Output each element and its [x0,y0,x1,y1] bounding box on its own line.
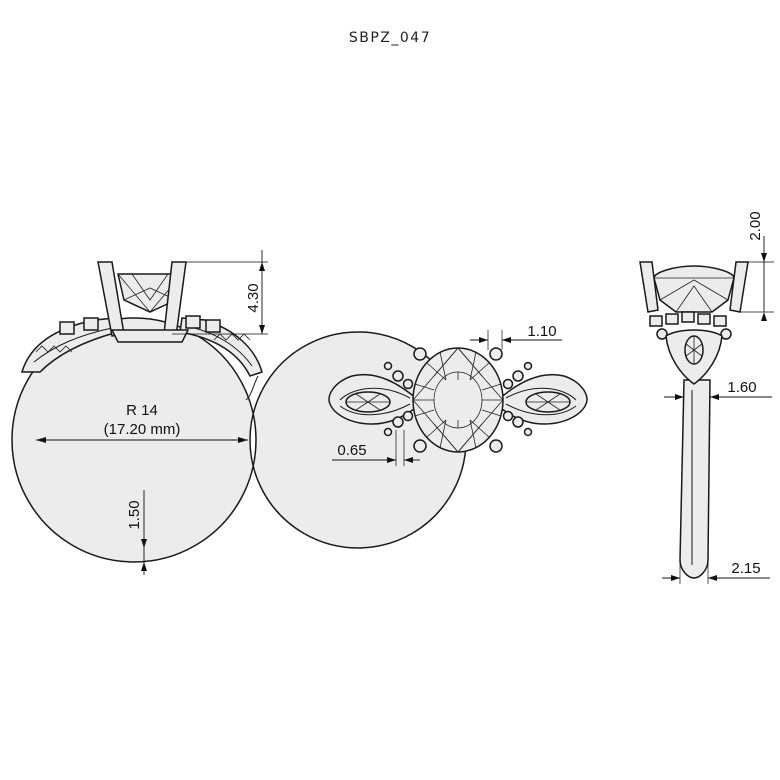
right-accent-stones [185,315,251,341]
oval-facets [413,348,503,452]
top-prongs [413,347,503,453]
left-accent-stones [35,317,99,353]
top-view [328,347,588,453]
side-right-prong [729,261,749,313]
setting-height-label: 4.30 [245,283,262,312]
dimension-side-top-height: 2.00 [740,211,774,321]
left-shoulder-line [33,327,113,363]
dimension-shank-thickness: 1.50 [126,490,147,575]
side-accent-cluster [649,311,732,340]
right-shoulder-setting [179,317,263,377]
dimension-side-upper-width: 1.60 [664,379,772,400]
diameter-label: (17.20 mm) [104,421,181,438]
side-top-height-label: 2.00 [747,211,764,240]
side-bottom-width-label: 2.15 [731,560,760,577]
band-contour [245,375,259,401]
dimension-side-bottom-width: 2.15 [662,560,770,584]
top-right-arm-line-2 [505,403,577,416]
dimension-diameter: R 14 (17.20 mm) [36,402,248,443]
shank-thickness-label: 1.50 [126,500,143,529]
top-accent-stones [383,361,533,437]
side-view [639,261,749,579]
side-shank [679,379,711,579]
side-center-stone [653,265,735,313]
accent-gap-label: 0.65 [337,442,366,459]
top-left-arm-line [339,387,411,401]
prong-gap-label: 1.10 [527,323,556,340]
front-head-base [110,329,190,343]
top-left-arm-line-2 [339,403,411,416]
ring-size-label: R 14 [126,402,158,419]
dimension-setting-height: 4.30 [172,250,268,335]
dimension-accent-gap: 0.65 [332,430,420,466]
side-upper-width-label: 1.60 [727,379,756,396]
side-left-prong [639,261,659,313]
dimension-prong-gap: 1.10 [470,323,562,350]
drawing-title: SBPZ_047 [348,30,432,46]
top-right-arm-line [505,387,577,401]
